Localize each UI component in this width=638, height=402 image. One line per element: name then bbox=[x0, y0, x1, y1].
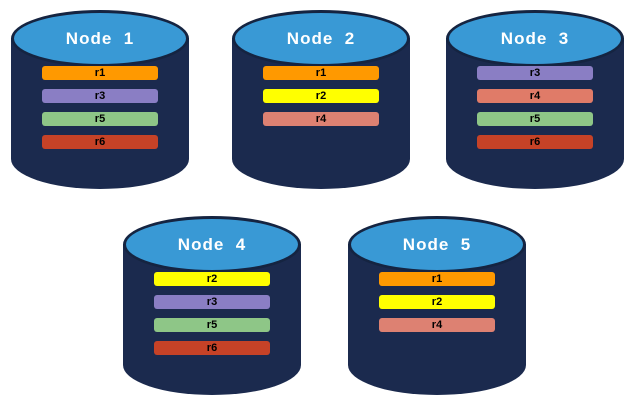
replica-bar: r1 bbox=[42, 66, 158, 80]
replica-bar: r3 bbox=[477, 66, 593, 80]
node-title: Node 1 bbox=[65, 28, 135, 48]
node-title: Node 4 bbox=[177, 234, 247, 254]
cylinder-top: Node 4 bbox=[123, 216, 301, 273]
cylinder-top: Node 2 bbox=[232, 10, 410, 67]
cylinder-top: Node 5 bbox=[348, 216, 526, 273]
replica-bar-list: r3 r4 r5 r6 bbox=[477, 66, 593, 158]
replica-bar-list: r1 r2 r4 bbox=[379, 272, 495, 341]
cylinder-top: Node 3 bbox=[446, 10, 624, 67]
replica-bar: r5 bbox=[477, 112, 593, 126]
replica-bar: r6 bbox=[42, 135, 158, 149]
replica-bar: r2 bbox=[263, 89, 379, 103]
replica-bar: r4 bbox=[263, 112, 379, 126]
replica-bar: r6 bbox=[154, 341, 270, 355]
replica-bar-list: r1 r3 r5 r6 bbox=[42, 66, 158, 158]
replica-bar: r5 bbox=[42, 112, 158, 126]
node-2: Node 2 r1 r2 r4 bbox=[232, 10, 410, 189]
node-title: Node 5 bbox=[402, 234, 472, 254]
replica-bar: r4 bbox=[379, 318, 495, 332]
replica-bar-list: r2 r3 r5 r6 bbox=[154, 272, 270, 364]
replica-bar: r1 bbox=[379, 272, 495, 286]
replica-bar: r4 bbox=[477, 89, 593, 103]
replica-bar: r6 bbox=[477, 135, 593, 149]
node-3: Node 3 r3 r4 r5 r6 bbox=[446, 10, 624, 189]
replica-bar-list: r1 r2 r4 bbox=[263, 66, 379, 135]
cylinder-top: Node 1 bbox=[11, 10, 189, 67]
node-title: Node 2 bbox=[286, 28, 356, 48]
node-4: Node 4 r2 r3 r5 r6 bbox=[123, 216, 301, 395]
replica-bar: r3 bbox=[154, 295, 270, 309]
node-1: Node 1 r1 r3 r5 r6 bbox=[11, 10, 189, 189]
replica-bar: r5 bbox=[154, 318, 270, 332]
replica-bar: r2 bbox=[379, 295, 495, 309]
replica-bar: r1 bbox=[263, 66, 379, 80]
node-5: Node 5 r1 r2 r4 bbox=[348, 216, 526, 395]
replica-bar: r3 bbox=[42, 89, 158, 103]
node-title: Node 3 bbox=[500, 28, 570, 48]
replica-bar: r2 bbox=[154, 272, 270, 286]
